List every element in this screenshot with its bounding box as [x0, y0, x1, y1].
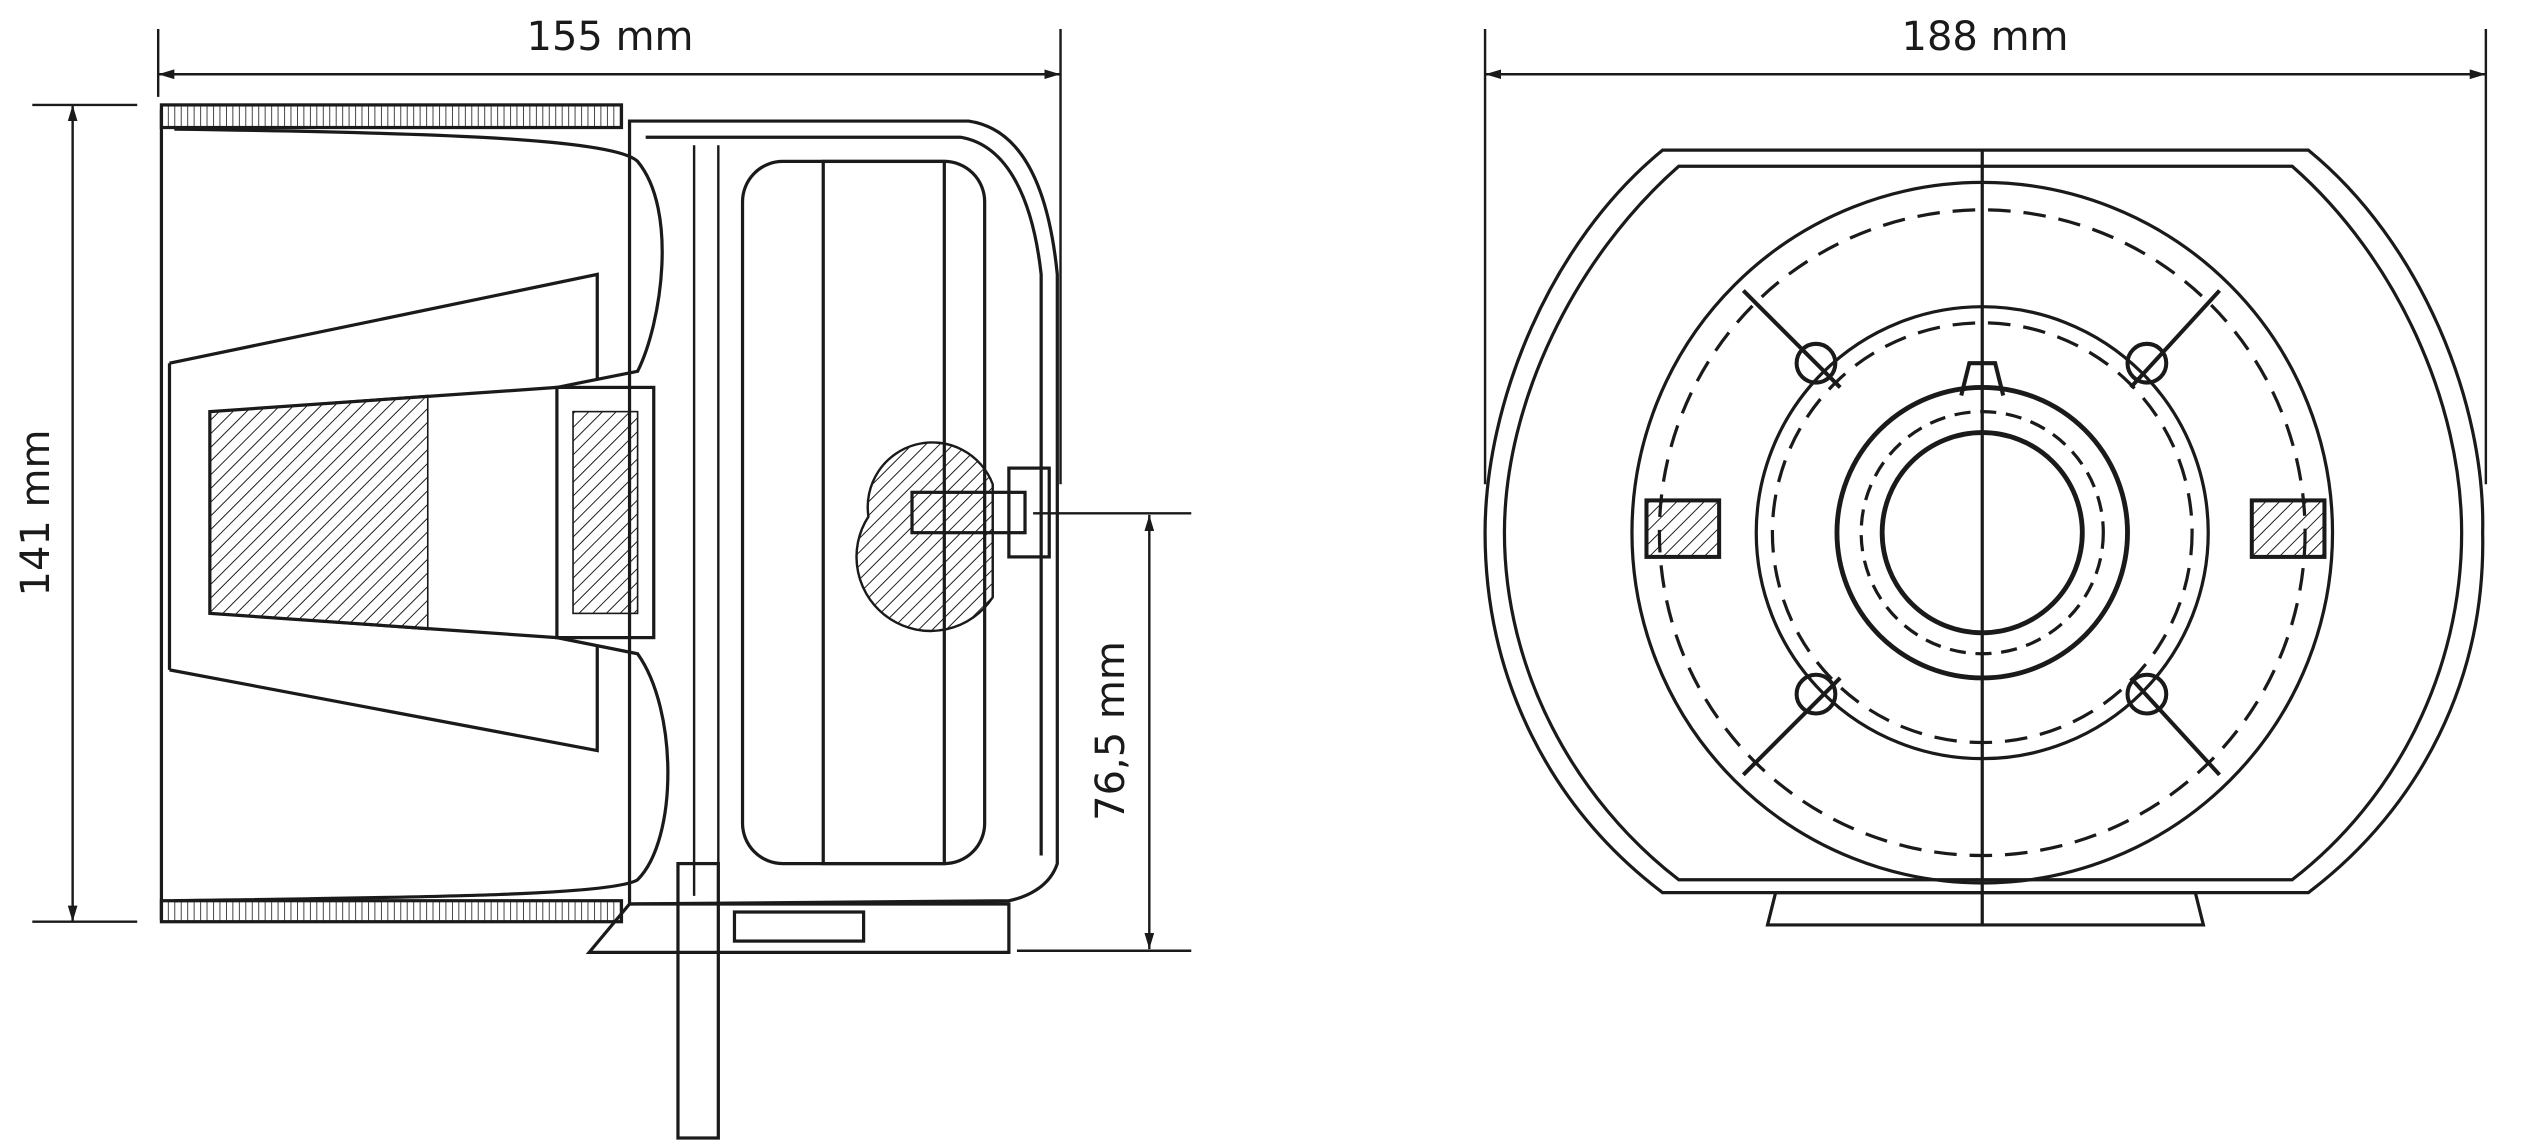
mount-height-dimension: 76,5 mm: [1088, 641, 1134, 821]
width-dimension-side: 155 mm: [526, 14, 694, 60]
dimension-lines: [32, 29, 2488, 952]
front-view-drawing: [1483, 148, 2485, 927]
side-view-drawing: [159, 103, 1059, 1140]
width-dimension-front: 188 mm: [1901, 14, 2069, 60]
height-dimension-side: 141 mm: [13, 429, 59, 597]
